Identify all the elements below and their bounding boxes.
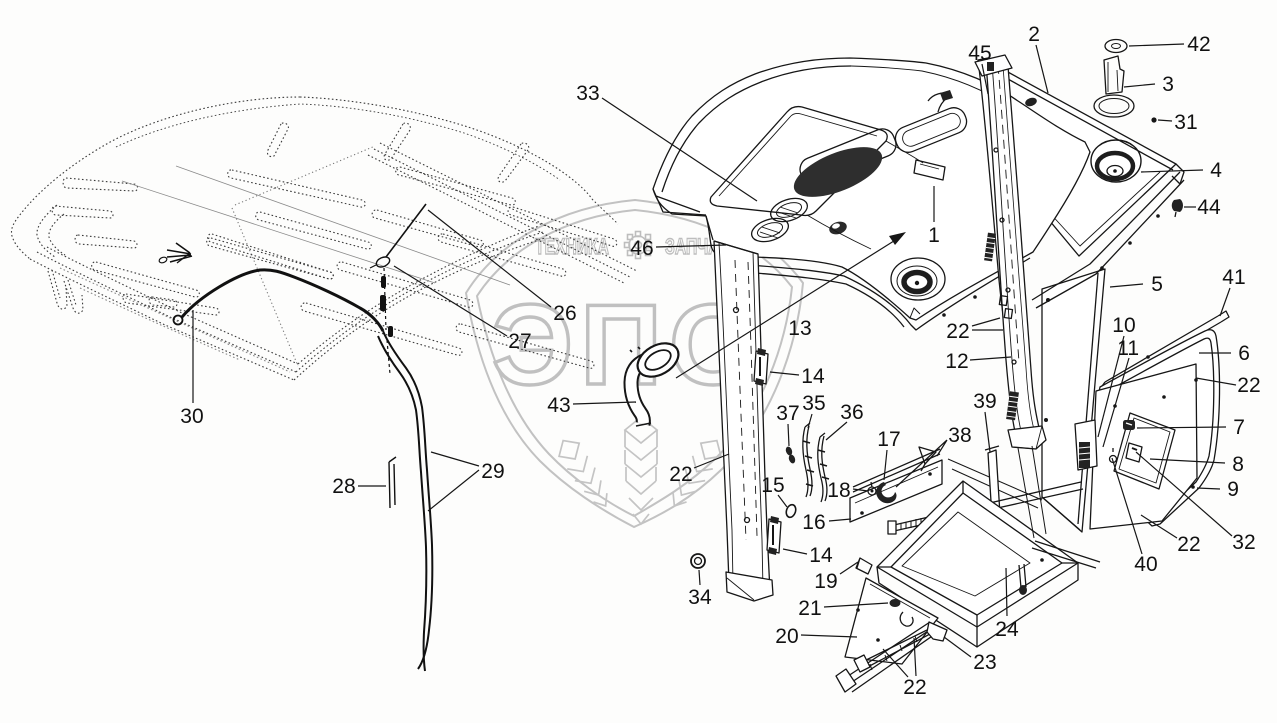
svg-text:28: 28 (332, 475, 355, 498)
svg-text:40: 40 (1134, 553, 1157, 576)
svg-text:12: 12 (945, 350, 968, 373)
svg-text:1: 1 (928, 224, 940, 247)
svg-text:16: 16 (802, 511, 825, 534)
svg-text:5: 5 (1151, 273, 1163, 296)
svg-text:2: 2 (1028, 23, 1040, 46)
svg-text:44: 44 (1197, 196, 1221, 219)
svg-text:38: 38 (948, 424, 971, 447)
svg-text:20: 20 (775, 625, 798, 648)
svg-text:6: 6 (1238, 342, 1250, 365)
svg-text:32: 32 (1232, 531, 1255, 554)
svg-text:10: 10 (1112, 314, 1135, 337)
svg-text:27: 27 (508, 330, 531, 353)
svg-text:22: 22 (903, 676, 926, 699)
svg-text:19: 19 (814, 570, 837, 593)
svg-text:42: 42 (1187, 33, 1210, 56)
svg-text:11: 11 (1117, 337, 1139, 360)
svg-text:14: 14 (801, 365, 825, 388)
svg-text:33: 33 (576, 82, 599, 105)
svg-text:45: 45 (968, 42, 991, 65)
svg-text:23: 23 (973, 651, 996, 674)
svg-text:22: 22 (1177, 533, 1200, 556)
svg-text:4: 4 (1210, 159, 1222, 182)
svg-text:22: 22 (946, 320, 969, 343)
svg-text:24: 24 (995, 618, 1019, 641)
svg-text:43: 43 (547, 394, 570, 417)
svg-text:21: 21 (798, 597, 821, 620)
svg-text:13: 13 (788, 317, 811, 340)
svg-text:8: 8 (1232, 453, 1244, 476)
svg-text:9: 9 (1227, 478, 1239, 501)
svg-text:37: 37 (776, 402, 799, 425)
svg-text:22: 22 (669, 463, 692, 486)
svg-text:22: 22 (1237, 374, 1260, 397)
svg-text:ТЕХНИКА: ТЕХНИКА (535, 234, 609, 259)
svg-text:34: 34 (688, 586, 712, 609)
svg-text:26: 26 (553, 302, 576, 325)
svg-text:18: 18 (827, 479, 850, 502)
svg-text:41: 41 (1222, 266, 1245, 289)
svg-text:36: 36 (840, 401, 863, 424)
svg-text:17: 17 (877, 428, 900, 451)
svg-text:15: 15 (761, 474, 784, 497)
svg-text:39: 39 (973, 390, 996, 413)
svg-text:7: 7 (1233, 416, 1245, 439)
svg-text:29: 29 (481, 460, 504, 483)
svg-text:46: 46 (630, 237, 653, 260)
svg-text:14: 14 (809, 544, 833, 567)
svg-text:30: 30 (180, 405, 203, 428)
svg-text:3: 3 (1162, 73, 1174, 96)
svg-text:31: 31 (1174, 111, 1197, 134)
svg-text:35: 35 (802, 392, 825, 415)
